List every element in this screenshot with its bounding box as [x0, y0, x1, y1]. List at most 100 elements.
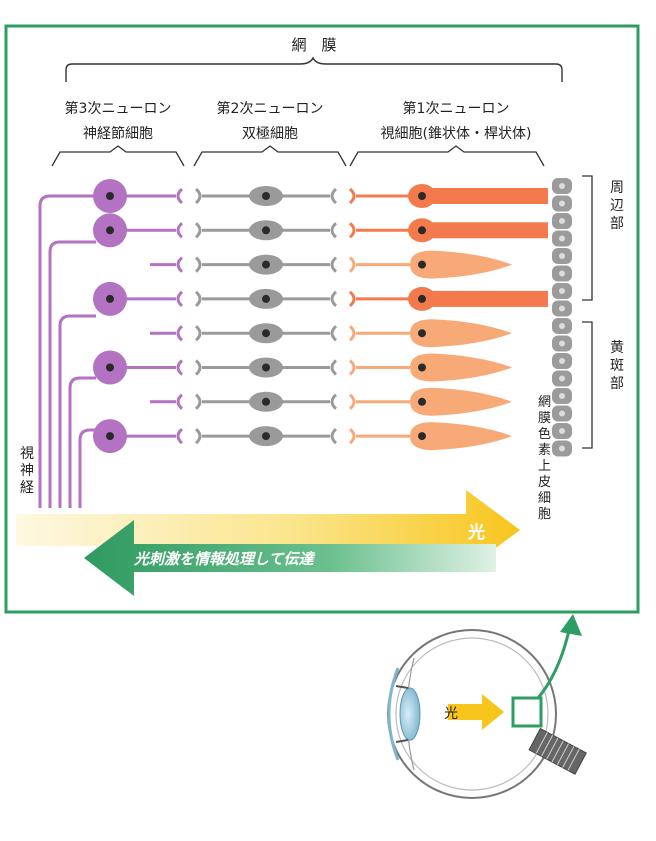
neuron2-subtitle: 双極細胞: [242, 126, 298, 142]
bipolar-left-terminal: [194, 187, 202, 205]
ganglion-synapse: [176, 427, 184, 445]
ganglion-nucleus: [106, 294, 114, 303]
photoreceptor-terminal: [348, 222, 356, 239]
cone-outer-segment: [410, 353, 512, 382]
bipolar-right-terminal: [330, 222, 338, 239]
bipolar-right-terminal: [330, 427, 338, 445]
photoreceptor-terminal: [348, 325, 356, 342]
rpe-cell-dot: [559, 253, 565, 259]
neuron2-brace: [193, 145, 347, 167]
zoom-arrow: [536, 625, 572, 699]
bipolar-left-terminal: [194, 325, 202, 342]
cone-outer-segment: [410, 387, 512, 416]
periphery-label: 周辺部: [610, 180, 624, 232]
neuron3-brace: [51, 145, 185, 167]
bipolar-left-terminal: [194, 290, 202, 308]
transmit-arrow-label: 光刺激を情報処理して伝達: [133, 550, 316, 568]
rpe-cell-dot: [559, 200, 565, 207]
rpe-cell-dot: [559, 183, 565, 189]
neuron1-subtitle: 視細胞(錐状体・桿状体): [381, 126, 532, 142]
ganglion-nucleus: [106, 363, 114, 372]
bipolar-right-terminal: [330, 187, 338, 205]
rod-outer-segment: [420, 188, 548, 204]
photoreceptor-terminal: [348, 187, 356, 205]
neuron3-subtitle: 神経節細胞: [83, 125, 153, 142]
rpe-label: 網膜色素上皮細胞: [538, 395, 551, 522]
rpe-cell-dot: [559, 288, 565, 294]
rpe-cell-dot: [559, 358, 565, 364]
bipolar-left-terminal: [194, 222, 202, 239]
ganglion-synapse: [176, 222, 184, 239]
bipolar-nucleus: [262, 397, 270, 406]
bipolar-left-terminal: [194, 359, 202, 376]
rpe-cell-dot: [559, 375, 565, 382]
bipolar-nucleus: [262, 226, 270, 235]
cone-nucleus: [418, 260, 426, 269]
cone-nucleus: [418, 329, 426, 338]
retina-label: 網 膜: [291, 36, 336, 54]
cone-nucleus: [418, 363, 426, 372]
bipolar-nucleus: [262, 329, 270, 338]
cell-row: [150, 387, 512, 416]
photoreceptor-terminal: [348, 359, 356, 376]
rpe-column: [552, 178, 572, 457]
photoreceptor-terminal: [348, 393, 356, 410]
ganglion-nucleus: [106, 192, 114, 200]
rpe-cell-dot: [559, 340, 565, 347]
ganglion-nucleus: [106, 432, 114, 441]
rpe-cell-dot: [559, 393, 565, 399]
cell-row: [93, 281, 548, 316]
bipolar-left-terminal: [194, 393, 202, 410]
cone-nucleus: [418, 432, 426, 441]
ganglion-synapse: [176, 290, 184, 308]
light-arrow-label: 光: [467, 522, 485, 543]
optic-nerve-stalk: [528, 727, 587, 775]
ganglion-synapse: [176, 256, 184, 273]
eye-light-arrow: [448, 694, 504, 730]
cell-row: [150, 319, 512, 348]
rpe-cell-dot: [559, 323, 565, 329]
rpe-cell-dot: [559, 428, 565, 434]
rpe-cell-dot: [559, 410, 565, 417]
bipolar-nucleus: [262, 432, 270, 441]
macula-bracket: [582, 321, 593, 449]
cell-row: [93, 350, 512, 385]
ganglion-synapse: [176, 187, 184, 205]
rpe-cell-dot: [559, 235, 565, 242]
cone-nucleus: [418, 397, 426, 406]
lens: [399, 687, 421, 741]
retina-frame: [4, 24, 640, 614]
optic-nerve-label: 視神経: [20, 446, 34, 496]
rod-nucleus: [418, 294, 426, 303]
neuron2-title: 第2次ニューロン: [217, 100, 324, 117]
bipolar-left-terminal: [194, 256, 202, 273]
photoreceptor-terminal: [348, 256, 356, 273]
ganglion-synapse: [176, 325, 184, 342]
ganglion-nucleus: [106, 226, 114, 235]
bipolar-left-terminal: [194, 427, 202, 445]
bipolar-nucleus: [262, 294, 270, 303]
bipolar-right-terminal: [330, 256, 338, 273]
eye-illustration: 光: [387, 614, 587, 799]
cone-outer-segment: [410, 250, 512, 279]
rpe-cell-dot: [559, 270, 565, 277]
bipolar-nucleus: [262, 260, 270, 269]
cell-rows: [93, 179, 548, 454]
cornea: [387, 667, 400, 761]
rpe-cell-dot: [559, 305, 565, 312]
rpe-cell-dot: [559, 445, 565, 452]
rpe-cell-dot: [559, 218, 565, 224]
cell-row: [93, 419, 512, 454]
bipolar-right-terminal: [330, 393, 338, 410]
photoreceptor-terminal: [348, 427, 356, 445]
cone-outer-segment: [410, 422, 512, 451]
bipolar-right-terminal: [330, 325, 338, 342]
neuron3-title: 第3次ニューロン: [65, 100, 172, 117]
periphery-bracket: [582, 175, 593, 301]
zoom-box: [511, 696, 543, 728]
neuron1-title: 第1次ニューロン: [403, 100, 510, 117]
rod-nucleus: [418, 226, 426, 235]
rod-nucleus: [418, 192, 426, 200]
rod-outer-segment: [420, 290, 548, 307]
